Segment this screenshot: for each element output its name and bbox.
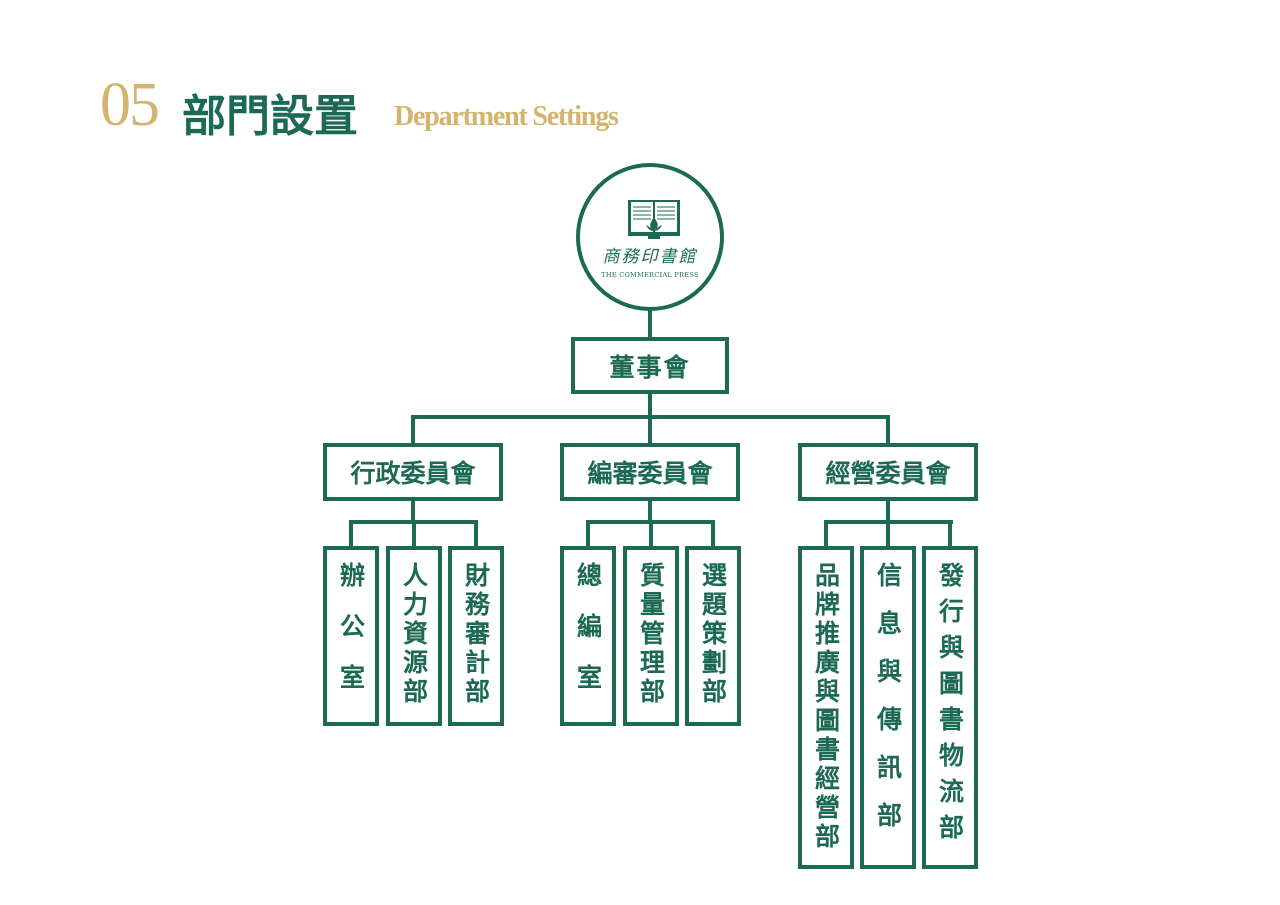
connector bbox=[648, 305, 652, 339]
connector bbox=[648, 415, 652, 445]
dept-chief-editor: 總編室 bbox=[560, 546, 616, 726]
dept-label: 總編室 bbox=[573, 562, 603, 715]
section-number: 05 bbox=[100, 71, 160, 139]
connector bbox=[948, 520, 952, 548]
logo-english-name: THE COMMERCIAL PRESS bbox=[601, 271, 699, 279]
dept-office: 辦公室 bbox=[323, 546, 379, 726]
logo-chinese-name: 商務印書館 bbox=[602, 247, 698, 267]
dept-information: 信息與傳訊部 bbox=[860, 546, 916, 869]
page-subtitle: Department Settings bbox=[394, 101, 619, 132]
dept-label: 信息與傳訊部 bbox=[873, 562, 903, 850]
connector bbox=[824, 520, 828, 548]
dept-quality: 質量管理部 bbox=[623, 546, 679, 726]
connector bbox=[412, 520, 416, 548]
connector bbox=[586, 520, 590, 548]
connector bbox=[648, 499, 652, 523]
dept-planning: 選題策劃部 bbox=[685, 546, 741, 726]
open-book-icon bbox=[628, 200, 680, 239]
page-title: 部門設置 bbox=[182, 91, 358, 142]
dept-label: 質量管理部 bbox=[636, 562, 666, 707]
dept-brand: 品牌推廣與圖書經營部 bbox=[798, 546, 854, 869]
dept-label: 發行與圖書物流部 bbox=[935, 562, 965, 850]
dept-distribution: 發行與圖書物流部 bbox=[922, 546, 978, 869]
connector bbox=[411, 415, 415, 445]
connector bbox=[886, 415, 890, 445]
connector bbox=[649, 520, 653, 548]
connector bbox=[711, 520, 715, 548]
connector bbox=[349, 520, 353, 548]
dept-label: 辦公室 bbox=[336, 562, 366, 715]
dept-label: 選題策劃部 bbox=[698, 562, 728, 707]
connector bbox=[411, 499, 415, 523]
connector bbox=[648, 392, 652, 418]
committee-admin: 行政委員會 bbox=[323, 443, 503, 501]
dept-hr: 人力資源部 bbox=[386, 546, 442, 726]
connector bbox=[474, 520, 478, 548]
committee-editorial: 編審委員會 bbox=[560, 443, 740, 501]
dept-label: 人力資源部 bbox=[399, 562, 429, 707]
committee-operations: 經營委員會 bbox=[798, 443, 978, 501]
connector bbox=[886, 499, 890, 523]
logo: 商務印書館 THE COMMERCIAL PRESS bbox=[576, 163, 724, 311]
connector bbox=[886, 520, 890, 548]
dept-finance: 財務審計部 bbox=[448, 546, 504, 726]
board-box: 董事會 bbox=[571, 337, 729, 394]
dept-label: 品牌推廣與圖書經營部 bbox=[811, 562, 841, 852]
dept-label: 財務審計部 bbox=[461, 562, 491, 707]
